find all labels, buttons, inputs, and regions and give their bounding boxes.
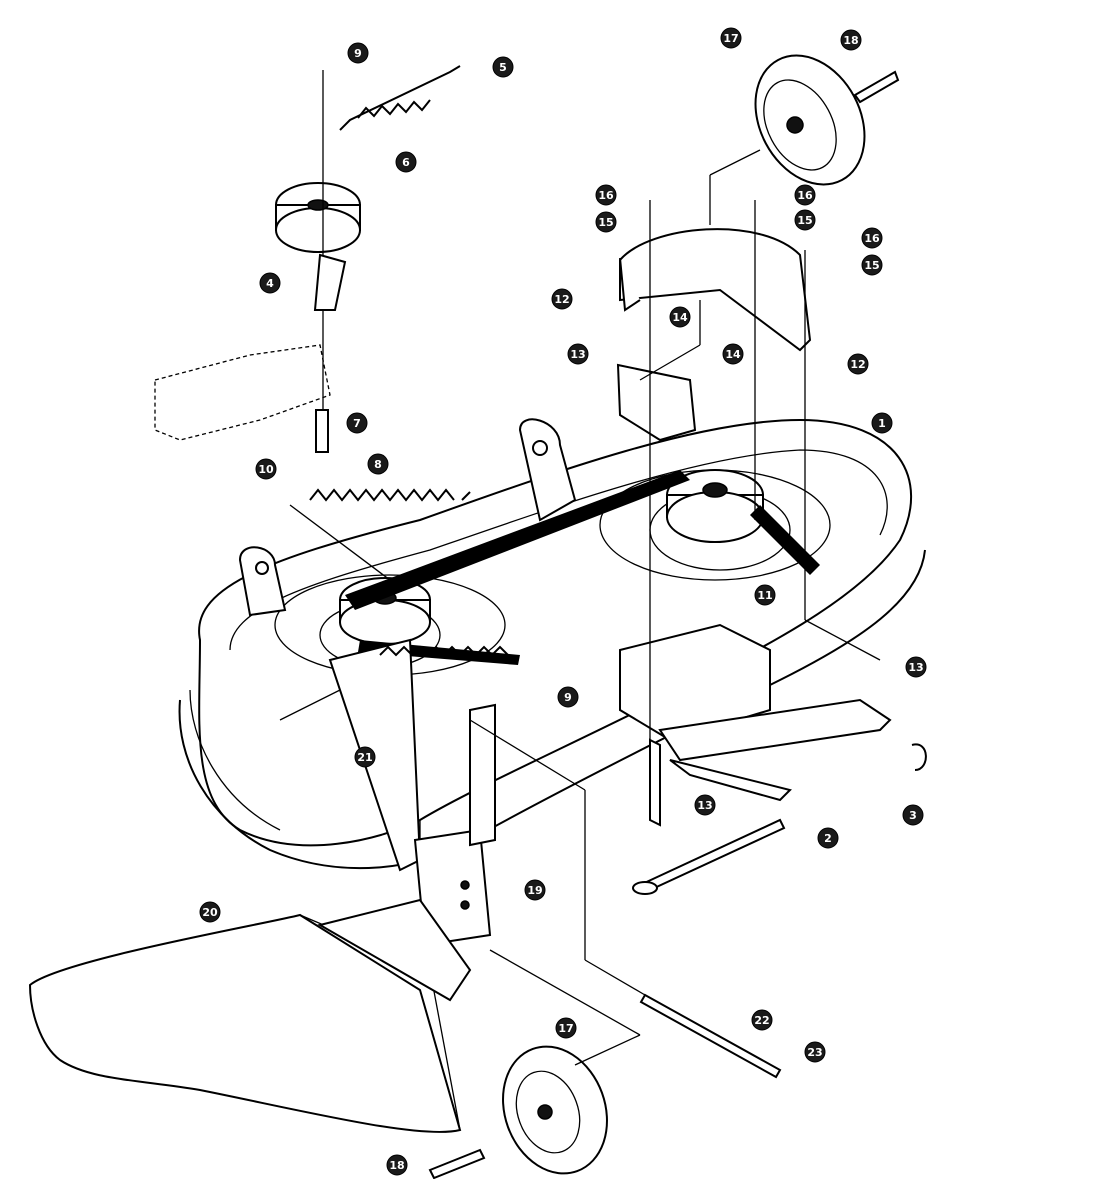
- callout-8: 8: [367, 453, 389, 475]
- callout-15c: 15: [861, 254, 883, 276]
- callout-10: 10: [255, 458, 277, 480]
- discharge-chute: [28, 898, 472, 1133]
- svg-text:4: 4: [266, 277, 274, 290]
- callout-17b: 17: [555, 1017, 577, 1039]
- callout-12b: 12: [847, 353, 869, 375]
- leader-lines: [279, 149, 881, 1066]
- callout-11: 11: [754, 584, 776, 606]
- gauge-wheel-bottom: [502, 1045, 608, 1175]
- svg-text:20: 20: [202, 906, 218, 919]
- wheel-bolt-bottom: [428, 1148, 486, 1179]
- pivot-rod-22: [639, 993, 782, 1079]
- callout-12: 12: [551, 288, 573, 310]
- svg-text:18: 18: [843, 34, 858, 47]
- svg-text:12: 12: [554, 293, 569, 306]
- callout-16b: 16: [794, 184, 816, 206]
- callout-16: 16: [595, 184, 617, 206]
- svg-text:17: 17: [558, 1022, 573, 1035]
- svg-text:13: 13: [697, 799, 712, 812]
- svg-text:15: 15: [864, 259, 879, 272]
- svg-text:18: 18: [389, 1159, 404, 1172]
- svg-text:23: 23: [807, 1046, 822, 1059]
- callout-18: 18: [840, 29, 862, 51]
- wheel-bolt-top: [853, 70, 900, 104]
- svg-text:5: 5: [499, 61, 507, 74]
- extension-spring-top: [339, 65, 461, 131]
- callout-19: 19: [524, 879, 546, 901]
- svg-text:7: 7: [353, 417, 361, 430]
- svg-text:12: 12: [850, 358, 865, 371]
- extension-spring-9: [379, 645, 509, 657]
- extension-spring-8: [309, 488, 471, 502]
- svg-text:15: 15: [598, 216, 613, 229]
- svg-text:13: 13: [570, 348, 585, 361]
- idler-bracket-dashed: [154, 344, 331, 441]
- svg-text:14: 14: [725, 348, 741, 361]
- stabilizer-rod-2: [632, 818, 786, 895]
- svg-text:21: 21: [357, 751, 372, 764]
- callout-1: 1: [871, 412, 893, 434]
- idler-pulley: [275, 70, 361, 450]
- callout-13c: 13: [694, 794, 716, 816]
- callout-16c: 16: [861, 227, 883, 249]
- callout-20: 20: [199, 901, 221, 923]
- svg-text:16: 16: [797, 189, 813, 202]
- svg-text:16: 16: [598, 189, 614, 202]
- svg-text:19: 19: [527, 884, 542, 897]
- callout-4: 4: [259, 272, 281, 294]
- front-stabilizer: [649, 698, 892, 827]
- callout-15b: 15: [794, 209, 816, 231]
- callout-6: 6: [395, 151, 417, 173]
- callout-17: 17: [720, 27, 742, 49]
- callout-21: 21: [354, 746, 376, 768]
- callout-9: 9: [347, 42, 369, 64]
- svg-text:9: 9: [354, 47, 362, 60]
- callout-18b: 18: [386, 1154, 408, 1176]
- svg-text:14: 14: [672, 311, 688, 324]
- svg-text:17: 17: [723, 32, 738, 45]
- svg-text:15: 15: [797, 214, 812, 227]
- idler-arm: [313, 253, 347, 311]
- svg-text:8: 8: [374, 458, 382, 471]
- hairpin-clip-3: [911, 743, 927, 771]
- callout-3: 3: [902, 804, 924, 826]
- svg-text:10: 10: [258, 463, 274, 476]
- svg-text:22: 22: [754, 1014, 769, 1027]
- svg-text:3: 3: [909, 809, 917, 822]
- callout-9b: 9: [557, 686, 579, 708]
- svg-text:9: 9: [564, 691, 572, 704]
- svg-text:2: 2: [824, 832, 832, 845]
- callout-22: 22: [751, 1009, 773, 1031]
- callout-23: 23: [804, 1041, 826, 1063]
- pivot-arm-bracket: [413, 703, 496, 947]
- callout-13b: 13: [905, 656, 927, 678]
- svg-text:13: 13: [908, 661, 923, 674]
- callout-14b: 14: [722, 343, 744, 365]
- svg-text:1: 1: [878, 417, 886, 430]
- callout-13: 13: [567, 343, 589, 365]
- callout-7: 7: [346, 412, 368, 434]
- svg-text:11: 11: [757, 589, 772, 602]
- guard-mount-bracket: [616, 363, 697, 442]
- svg-text:6: 6: [402, 156, 410, 169]
- callout-15: 15: [595, 211, 617, 233]
- callout-2: 2: [817, 827, 839, 849]
- gauge-wheel-top: [754, 54, 866, 186]
- bolt-7: [315, 409, 329, 453]
- svg-text:16: 16: [864, 232, 880, 245]
- belt-guard: [619, 228, 812, 352]
- callout-14: 14: [669, 306, 691, 328]
- right-spindle-pulley: [666, 469, 764, 543]
- callout-5: 5: [492, 56, 514, 78]
